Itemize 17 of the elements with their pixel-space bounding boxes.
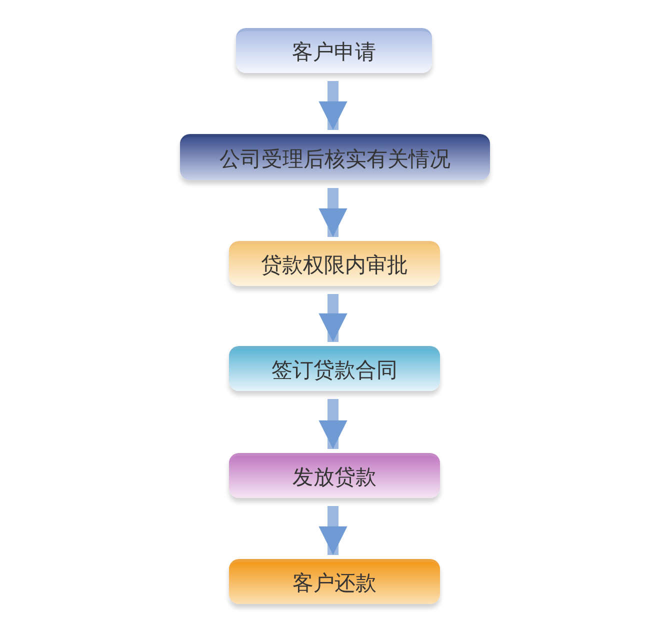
step-label: 客户还款: [292, 570, 376, 597]
step-label: 发放贷款: [292, 464, 376, 491]
step-label: 签订贷款合同: [272, 357, 398, 384]
arrow: [318, 399, 348, 449]
process-box: [180, 134, 490, 180]
step-label: 客户申请: [292, 39, 376, 66]
arrow: [318, 294, 348, 342]
arrow: [318, 188, 348, 237]
process-box: [229, 559, 440, 604]
process-box: [229, 453, 440, 498]
step-label: 公司受理后核实有关情况: [220, 146, 450, 172]
arrow: [318, 81, 348, 130]
step-label: 贷款权限内审批: [261, 252, 408, 279]
arrow: [318, 506, 348, 555]
process-box: [229, 241, 440, 286]
process-box: [236, 28, 432, 73]
process-box: [229, 346, 440, 391]
